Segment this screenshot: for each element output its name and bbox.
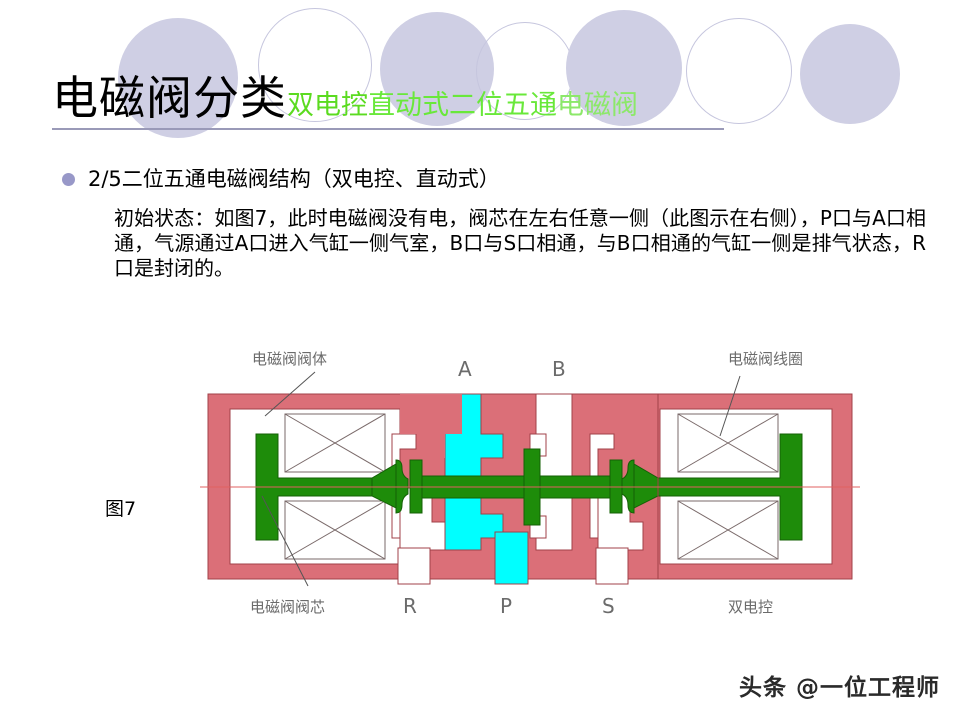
- label-solenoid-coil: 电磁阀线圈: [728, 350, 803, 368]
- title-sub-part-2: 直动式二位五通: [368, 90, 557, 121]
- port-s-outlet: [595, 547, 629, 585]
- bullet-heading: 2/5二位五通电磁阀结构（双电控、直动式）: [88, 167, 500, 191]
- decor-circle-6: [686, 18, 792, 124]
- page-title: 电磁阀分类双电控直动式二位五通电磁阀: [52, 62, 638, 128]
- callout-leader-spool: [261, 495, 309, 587]
- right-coil-upper: [677, 413, 779, 473]
- left-coil-lower: [284, 500, 386, 560]
- callout-leader-body: [264, 371, 316, 417]
- body-fill-left-top-patch: [400, 394, 462, 458]
- title-divider: [52, 128, 724, 130]
- label-valve-spool: 电磁阀阀芯: [250, 598, 325, 616]
- title-sub-part-1: 双电控: [287, 90, 368, 121]
- label-valve-body: 电磁阀阀体: [252, 350, 327, 368]
- body-paragraph: 初始状态：如图7，此时电磁阀没有电，阀芯在左右任意一侧（此图示在右侧），P口与A…: [114, 206, 926, 280]
- title-sub-part-3: 电磁阀: [557, 90, 638, 121]
- port-label-s: S: [602, 594, 615, 618]
- decor-circle-7: [800, 24, 900, 124]
- valve-cross-section-svg: 电磁阀阀体 电磁阀阀芯 电磁阀线圈 双电控 A B R P S: [200, 350, 860, 618]
- left-coil-upper: [284, 413, 386, 473]
- figure-label: 图7: [105, 498, 137, 520]
- port-p-supply-channel: [494, 531, 529, 585]
- port-label-r: R: [403, 594, 417, 618]
- port-r-outlet: [397, 547, 431, 585]
- watermark-credit: 头条 @一位工程师: [738, 675, 940, 701]
- callout-leader-coil: [719, 375, 741, 437]
- port-label-a: A: [458, 357, 472, 381]
- port-label-p: P: [500, 594, 512, 618]
- port-label-b: B: [552, 357, 566, 381]
- label-dual-control: 双电控: [728, 598, 773, 616]
- title-main-text: 电磁阀分类: [52, 71, 287, 125]
- solenoid-valve-diagram: 电磁阀阀体 电磁阀阀芯 电磁阀线圈 双电控 A B R P S: [200, 336, 860, 636]
- bullet-marker: [62, 173, 75, 186]
- right-coil-lower: [677, 500, 779, 560]
